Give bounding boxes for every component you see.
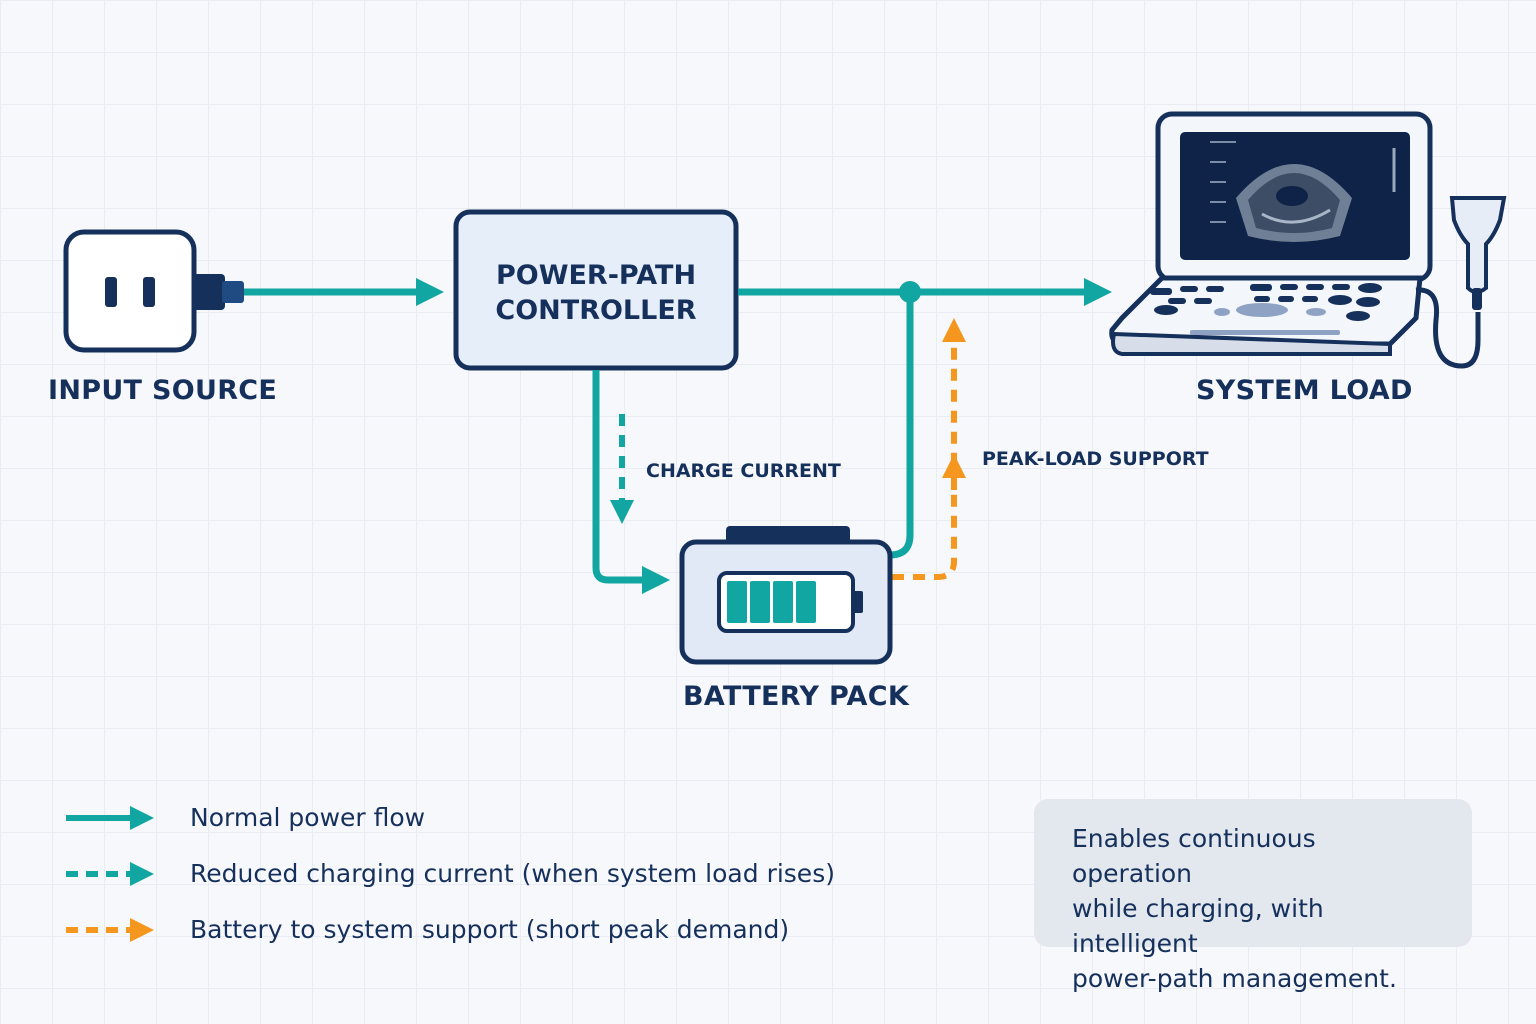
legend-peak-label: Battery to system support (short peak de… bbox=[190, 915, 790, 944]
legend-normal-label: Normal power flow bbox=[190, 803, 426, 832]
battery-bar bbox=[796, 581, 816, 623]
peak-support-flow bbox=[892, 318, 966, 580]
controller-label: POWER-PATH CONTROLLER bbox=[456, 258, 736, 328]
battery-bar bbox=[727, 581, 747, 623]
controller-box bbox=[453, 209, 739, 371]
ultrasound-laptop-icon bbox=[1109, 111, 1507, 369]
system-load-label: SYSTEM LOAD bbox=[1196, 375, 1413, 406]
outlet-icon bbox=[63, 229, 244, 353]
controller-to-battery-flow bbox=[592, 370, 670, 594]
legend-reduced-label: Reduced charging current (when system lo… bbox=[190, 859, 835, 888]
controller-label-line2: CONTROLLER bbox=[495, 295, 697, 326]
controller-label-line1: POWER-PATH bbox=[495, 260, 697, 291]
battery-bar bbox=[773, 581, 793, 623]
info-note-line1: Enables continuous operation bbox=[1072, 824, 1316, 888]
battery-to-junction-flow bbox=[889, 292, 914, 559]
info-note: Enables continuous operation while charg… bbox=[1034, 799, 1472, 993]
battery-pack-icon bbox=[679, 526, 893, 665]
info-note-line2: while charging, with intelligent bbox=[1072, 894, 1324, 958]
battery-pack-label: BATTERY PACK bbox=[683, 681, 910, 712]
peak-load-label: PEAK-LOAD SUPPORT bbox=[982, 448, 1209, 470]
info-note-line3: power-path management. bbox=[1072, 964, 1397, 993]
charge-current-label: CHARGE CURRENT bbox=[646, 460, 841, 482]
input-source-label: INPUT SOURCE bbox=[48, 375, 278, 406]
battery-bar bbox=[750, 581, 770, 623]
battery-level-bars bbox=[727, 581, 816, 623]
